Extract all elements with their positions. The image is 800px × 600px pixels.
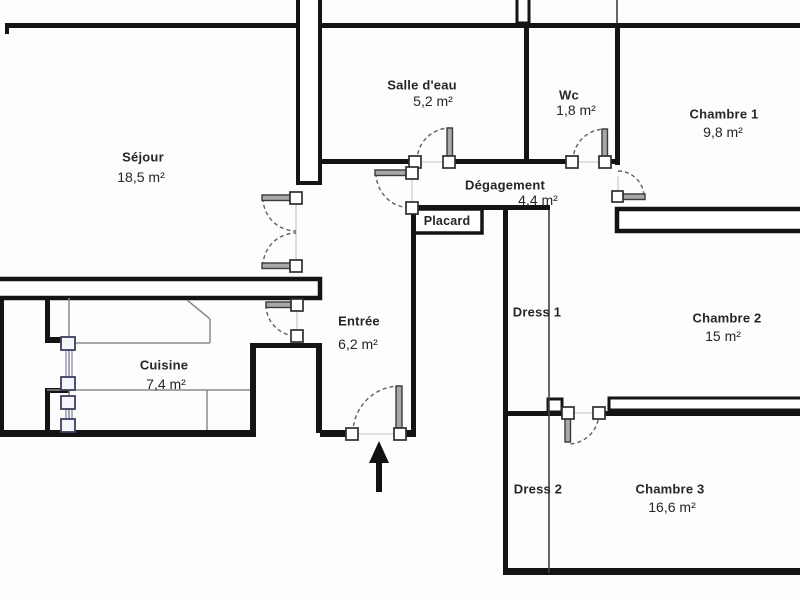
door-leaf-sejour-top	[261, 194, 293, 202]
wall-ublock-left	[250, 343, 256, 437]
door-leaf-entry	[395, 385, 403, 432]
counter-diagonal	[186, 299, 211, 320]
wall-ublock-right	[316, 343, 322, 433]
window-node-icon	[60, 376, 76, 391]
wall-entry-left	[320, 430, 354, 437]
hinge-icon	[405, 166, 419, 180]
wall-salledeau-bottom-a	[322, 159, 416, 164]
kitchen-counter-lines	[47, 298, 250, 430]
wall-stub-top	[515, 0, 531, 25]
walls	[0, 23, 800, 575]
hinge-icon	[592, 406, 606, 420]
hinge-icon	[561, 406, 575, 420]
wall-chambre2-chambre3	[598, 411, 800, 416]
wall-bottom	[503, 568, 800, 575]
wall-ublock-top	[250, 343, 322, 348]
hinge-icon	[290, 329, 304, 343]
wall-top-tick	[5, 23, 9, 34]
wall-cuisine-niche-a1	[45, 298, 50, 343]
window-node-icon	[60, 336, 76, 351]
wall-dress-left	[503, 207, 508, 573]
wall-cuisine-niche-a2	[45, 337, 70, 343]
door-arc-entry	[352, 385, 401, 434]
wall-salledeau-wc	[524, 27, 529, 163]
placard-box	[411, 207, 484, 235]
wall-degagement-bottom	[413, 205, 550, 210]
hinge-icon	[598, 155, 612, 169]
window-node-icon	[60, 418, 76, 433]
hinge-icon	[345, 427, 359, 441]
wall-wc-chambre1	[615, 23, 620, 165]
wall-entree-degagement	[411, 206, 416, 436]
hinge-icon	[289, 259, 303, 273]
wall-notch-dress	[546, 397, 564, 414]
door-leaf-cuisine	[265, 301, 293, 309]
wall-chambre1-chambre2	[614, 206, 800, 234]
door-arc-chambre1	[617, 170, 645, 198]
hinge-icon	[442, 155, 456, 169]
hinge-icon	[611, 190, 624, 203]
wall-sejour-salledeau	[296, 0, 322, 185]
wall-cuisine-bottom	[0, 430, 253, 437]
door-leaf-sejour-bottom	[261, 262, 293, 270]
wall-salledeau-bottom-b	[448, 159, 573, 164]
wall-top-right	[320, 23, 800, 28]
door-hinges	[289, 155, 624, 441]
wall-sejour-cuisine	[0, 276, 323, 301]
door-arc-chambre3	[567, 412, 600, 445]
kitchen-windows	[60, 336, 76, 433]
hinge-icon	[289, 191, 303, 205]
entrance-arrow-icon	[369, 441, 389, 492]
builtin-bar-chambre3	[607, 396, 800, 412]
door-arc-wc	[572, 128, 606, 162]
hinge-icon	[405, 201, 419, 215]
wall-cuisine-niche-b2	[45, 391, 50, 433]
wall-left-edge	[0, 296, 4, 435]
hinge-icon	[393, 427, 407, 441]
hinge-icon	[565, 155, 579, 169]
hinge-icon	[290, 298, 304, 312]
door-opening-lines	[295, 161, 619, 435]
window-node-icon	[60, 395, 76, 410]
wall-top-left	[5, 23, 297, 28]
door-leaf-degagement	[374, 169, 410, 177]
thin-lines	[548, 0, 618, 573]
wall-dress1-bottom	[503, 411, 568, 416]
